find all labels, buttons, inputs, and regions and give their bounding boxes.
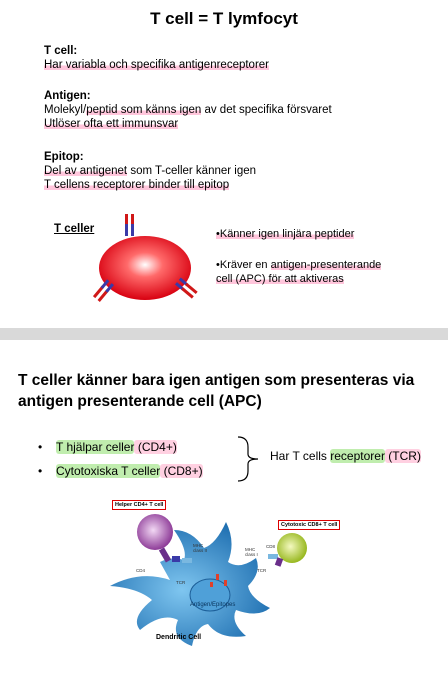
tcell-bullet-1: •Känner igen linjära peptider (216, 228, 355, 240)
apc-figure (110, 514, 307, 646)
slide-1: T cell = T lymfocyt T cell: Har variabla… (0, 0, 448, 328)
antigen-label: Antigen/Epitopes (190, 602, 236, 608)
tcr-statement: Har T cells receptorer (TCR) (270, 449, 421, 463)
cytotoxic-tag: Cytotoxic CD8+ T cell (278, 520, 341, 530)
antigen-heading: Antigen: (44, 90, 91, 102)
epitop-heading: Epitop: (44, 151, 84, 163)
antigen-line-2: Utlöser ofta ett immunsvar (44, 118, 179, 130)
mhc1-label: MHC class I (245, 547, 258, 557)
slide-1-title: T cell = T lymfocyt (150, 9, 298, 28)
tcell-diagram-label: T celler (54, 223, 95, 235)
epitop-definition: Epitop: Del av antigenet som T-celler kä… (44, 150, 256, 192)
cd4-label: CD4 (136, 568, 146, 573)
tcell-illustration (92, 214, 198, 302)
slide-2-title: T celler känner bara igen antigen som pr… (18, 372, 415, 410)
receptor-right-icon (175, 277, 198, 299)
helper-receptor-icon (158, 547, 192, 563)
cytotoxic-tcell-icon (277, 533, 307, 563)
tcr-left-label: TCR (176, 580, 186, 585)
cd8-label: CD8 (266, 544, 276, 549)
antigen-line-1: Molekyl/peptid som känns igen av det spe… (44, 104, 332, 116)
tcell-bullet-2: •Kräver en antigen-presenterande cell (A… (216, 259, 382, 285)
brace-icon (237, 436, 259, 482)
mhc2-label: MHC class II (193, 543, 208, 553)
nucleus-icon (189, 578, 231, 612)
tcell-body (99, 236, 191, 300)
receptor-top-icon (125, 214, 134, 236)
dendritic-cell-body (110, 522, 270, 646)
epitop-line-2: T cellens receptorer binder till epitop (44, 179, 230, 191)
tcr-right-label: TCR (257, 568, 267, 573)
cyto-receptor-icon (268, 554, 284, 567)
list-item-helper: •T hjälpar celler (CD4+) (38, 440, 177, 454)
epitope-icon (210, 574, 227, 587)
epitop-line-1: Del av antigenet som T-celler känner ige… (44, 165, 257, 177)
dendritic-label: Dendritic Cell (156, 634, 202, 641)
tcell-line: Har variabla och specifika antigenrecept… (44, 59, 270, 71)
list-item-cytotoxic: •Cytotoxiska T celler (CD8+) (38, 464, 203, 478)
helper-tcell-icon (137, 514, 173, 550)
antigen-definition: Antigen: Molekyl/peptid som känns igen a… (44, 89, 332, 131)
slide-2: T celler känner bara igen antigen som pr… (0, 340, 448, 678)
tcell-definition: T cell: Har variabla och specifika antig… (44, 44, 270, 72)
receptor-left-icon (92, 279, 114, 302)
helper-tag: Helper CD4+ T cell (112, 500, 167, 510)
tcell-heading: T cell: (44, 45, 78, 57)
